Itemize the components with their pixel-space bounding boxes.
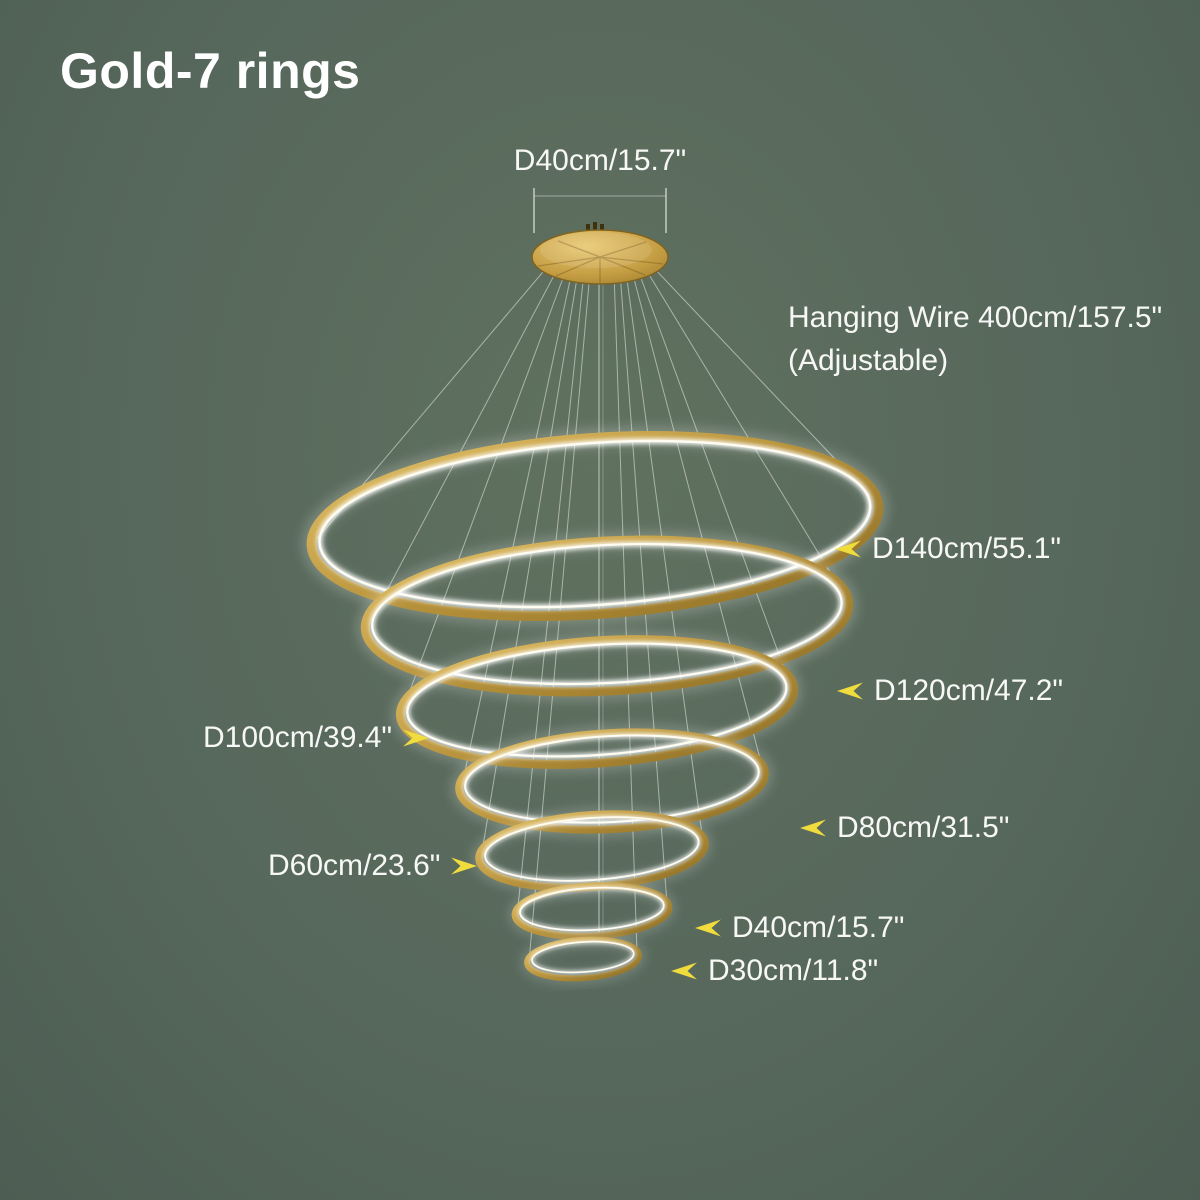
dimension-guides	[533, 188, 667, 233]
hanging-wire-text: Hanging Wire 400cm/157.5"	[788, 301, 1163, 334]
canopy-diameter-text: D40cm/15.7"	[513, 144, 687, 177]
ring-d40	[509, 880, 675, 942]
hanging-wire-label-line2: (Adjustable)	[788, 343, 948, 379]
ring-label-text: D120cm/47.2"	[874, 674, 1064, 707]
ceiling-canopy	[531, 222, 669, 285]
ring-d140	[302, 427, 888, 625]
pointer-arrow-icon	[694, 918, 722, 938]
pointer-arrow-icon	[670, 961, 698, 981]
canopy-diameter-label: D40cm/15.7"	[514, 143, 686, 179]
ring-label-text: D30cm/11.8"	[708, 954, 879, 987]
ring-d100	[392, 632, 802, 772]
ring-label-text: D60cm/23.6"	[268, 849, 441, 882]
pointer-arrow-icon	[402, 728, 430, 748]
pointer-arrow-icon	[834, 539, 862, 559]
ring-label-d120: D120cm/47.2"	[836, 673, 1063, 709]
ring-label-text: D80cm/31.5"	[837, 811, 1010, 844]
ring-label-d100: D100cm/39.4"	[203, 720, 430, 756]
hanging-wire-adjustable-text: (Adjustable)	[788, 344, 949, 377]
ring-label-d80: D80cm/31.5"	[799, 810, 1009, 846]
pointer-arrow-icon	[450, 856, 478, 876]
ring-label-d30: D30cm/11.8"	[670, 953, 878, 989]
ring-label-d140: D140cm/55.1"	[834, 531, 1061, 567]
ring-d30	[522, 934, 644, 984]
ring-d120	[357, 532, 857, 700]
ring-label-d40: D40cm/15.7"	[694, 910, 904, 946]
ring-label-text: D140cm/55.1"	[872, 532, 1062, 565]
ring-label-text: D40cm/15.7"	[732, 911, 905, 944]
page-title: Gold-7 rings	[60, 43, 361, 99]
ring-label-d60: D60cm/23.6"	[268, 848, 478, 884]
pointer-arrow-icon	[799, 818, 827, 838]
pointer-arrow-icon	[836, 681, 864, 701]
ring-d80	[452, 725, 772, 837]
ring-label-text: D100cm/39.4"	[203, 721, 393, 754]
hanging-wire-label-line1: Hanging Wire 400cm/157.5"	[788, 300, 1162, 336]
